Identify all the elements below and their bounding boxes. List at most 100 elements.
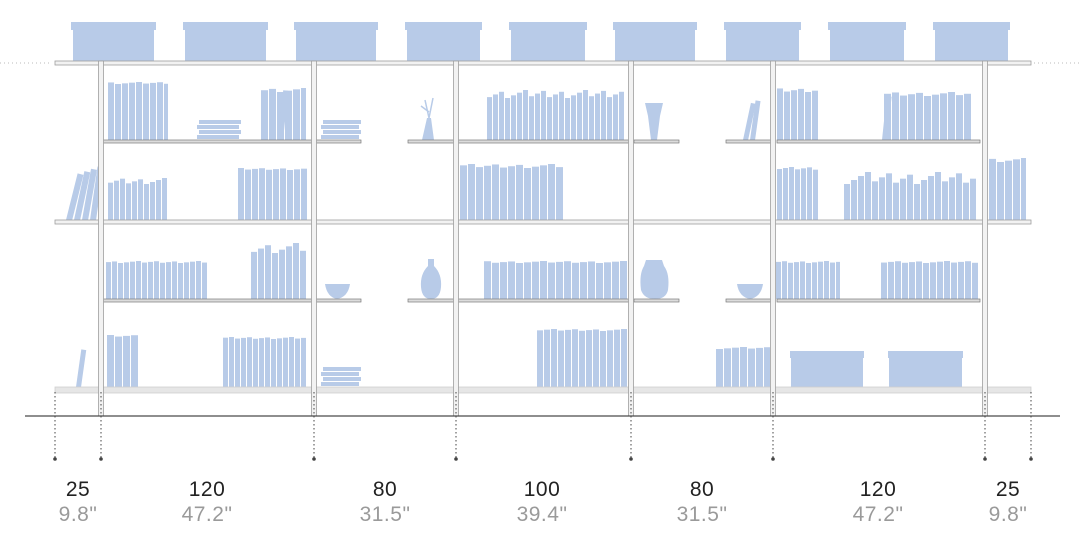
book — [487, 97, 492, 140]
book — [604, 262, 611, 299]
dimension-tick — [99, 457, 103, 461]
book — [836, 261, 840, 299]
book — [126, 183, 131, 220]
book — [596, 263, 603, 299]
book — [916, 92, 923, 140]
book — [295, 338, 300, 387]
book — [266, 169, 272, 220]
book — [468, 164, 475, 220]
book — [724, 348, 731, 387]
dimension-tick — [53, 457, 57, 461]
bowl — [325, 284, 350, 299]
book — [294, 169, 300, 220]
book — [115, 84, 121, 140]
book — [162, 178, 167, 220]
storage-box — [830, 28, 904, 62]
book — [902, 262, 908, 299]
book — [789, 167, 794, 220]
storage-box — [935, 28, 1008, 62]
shelf-board — [725, 139, 774, 144]
book — [106, 262, 111, 299]
book — [942, 181, 948, 220]
shelf-board — [102, 298, 313, 303]
storage-box-lid — [828, 22, 906, 30]
bowl — [737, 284, 763, 299]
dimension-cm: 25 — [995, 478, 1021, 501]
upright — [770, 60, 776, 417]
dimension-tick — [771, 457, 775, 461]
book — [908, 94, 915, 140]
book — [130, 261, 135, 299]
dimension-label-1: 25 9.8" — [18, 478, 138, 528]
book — [108, 182, 113, 220]
book — [523, 90, 528, 140]
book — [924, 96, 931, 140]
book — [253, 338, 258, 387]
book — [508, 166, 515, 220]
bottle-vase — [420, 259, 442, 299]
book — [492, 262, 499, 299]
book — [500, 262, 507, 299]
shelf-board — [776, 139, 981, 144]
book — [129, 82, 135, 140]
book — [293, 89, 300, 140]
book — [505, 98, 510, 140]
shelf-board — [315, 298, 362, 303]
storage-box — [615, 28, 695, 62]
book — [791, 90, 797, 140]
shelf-board — [315, 139, 362, 144]
book — [272, 253, 278, 299]
book — [118, 263, 123, 299]
book — [963, 182, 969, 220]
book — [858, 176, 864, 220]
bookshelf-drawing — [0, 22, 1080, 461]
book — [813, 169, 818, 220]
book — [801, 168, 806, 220]
book — [551, 329, 557, 387]
book — [965, 261, 971, 299]
storage-box-lid — [888, 351, 963, 358]
book — [238, 168, 244, 220]
book — [544, 329, 550, 387]
top-shelf — [54, 60, 1032, 66]
book-stack — [323, 367, 361, 371]
dimension-cm: 100 — [523, 478, 561, 501]
leaning-book — [66, 173, 84, 222]
book — [516, 164, 523, 220]
book — [732, 347, 739, 387]
book — [460, 165, 467, 220]
book — [559, 91, 564, 140]
book — [148, 261, 153, 299]
shelf-board — [633, 139, 680, 144]
book — [114, 180, 119, 220]
book — [508, 261, 515, 299]
book — [112, 261, 117, 299]
book — [273, 169, 279, 220]
upright — [453, 60, 459, 417]
dimension-label-3: 80 31.5" — [325, 478, 445, 528]
leaning-book — [750, 100, 761, 141]
book — [537, 330, 543, 387]
book — [865, 172, 871, 220]
book — [586, 330, 592, 387]
book — [1013, 159, 1020, 220]
book — [157, 82, 163, 140]
dimension-tick — [312, 457, 316, 461]
book — [794, 262, 799, 299]
shelf-board — [407, 298, 456, 303]
book — [782, 261, 787, 299]
book — [619, 91, 624, 140]
book — [529, 96, 534, 140]
book — [956, 95, 963, 140]
book — [577, 92, 582, 140]
book — [914, 184, 920, 220]
book — [247, 337, 252, 387]
book — [788, 262, 793, 299]
book — [279, 249, 285, 299]
book — [972, 262, 978, 299]
storage-box — [407, 28, 480, 62]
book — [795, 169, 800, 220]
book — [500, 167, 507, 220]
leaning-book — [278, 90, 289, 141]
